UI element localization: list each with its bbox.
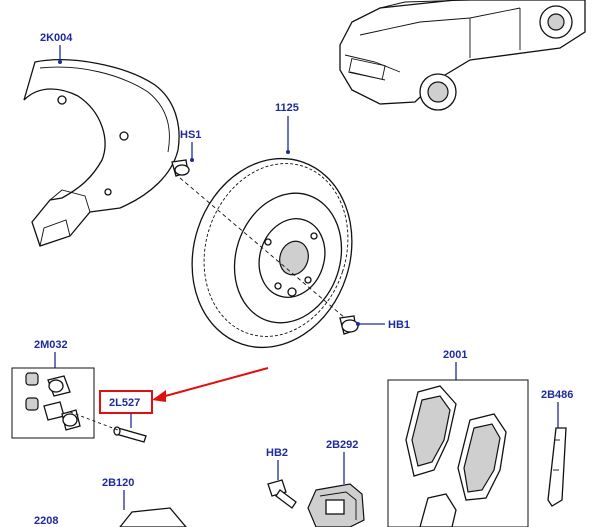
disc-screw-drawing — [339, 315, 359, 335]
heat-shield-screw-drawing — [171, 159, 190, 177]
axis-line — [179, 177, 346, 319]
leader-dot-brake-disc — [286, 150, 290, 154]
heat-shield-drawing — [23, 59, 180, 247]
guide-pin-axis — [69, 411, 119, 431]
leader-dot-heat-shield — [58, 60, 62, 64]
pad-sensor-drawing — [547, 427, 567, 507]
label-caliper-bolt[interactable]: HB2 — [266, 447, 288, 459]
label-disc-screw[interactable]: HB1 — [388, 319, 410, 331]
guide-pin-drawing — [113, 426, 147, 443]
guide-pin-kit-box — [11, 367, 95, 439]
label-piston[interactable]: 2208 — [34, 515, 58, 527]
highlight-box — [99, 390, 153, 414]
brake-disc-drawing — [191, 157, 353, 349]
label-brake-disc[interactable]: 1125 — [275, 102, 299, 114]
caliper-bolt-drawing — [267, 479, 297, 509]
label-pad-sensor[interactable]: 2B486 — [541, 389, 573, 401]
guide-pin-kit-parts — [25, 372, 81, 431]
label-heat-shield[interactable]: 2K004 — [40, 32, 73, 44]
pad-set-box — [387, 379, 529, 527]
label-guide-pin-kit[interactable]: 2M032 — [34, 339, 68, 351]
leader-dot-disc-screw — [356, 322, 360, 326]
caliper-drawing — [119, 507, 187, 527]
highlight-arrow-line — [157, 367, 269, 399]
brake-pads-drawing — [405, 385, 507, 527]
label-pad-set[interactable]: 2001 — [443, 349, 467, 361]
leader-dot-heat-shield-screw — [190, 158, 194, 162]
label-guide-pin[interactable]: 2L527 — [109, 397, 140, 409]
caliper-carrier-drawing — [307, 483, 365, 527]
label-caliper-carrier[interactable]: 2B292 — [326, 439, 358, 451]
vehicle-illustration — [339, 0, 586, 111]
highlight-arrow-head — [152, 390, 166, 402]
label-caliper[interactable]: 2B120 — [102, 477, 134, 489]
label-heat-shield-screw[interactable]: HS1 — [180, 129, 201, 141]
